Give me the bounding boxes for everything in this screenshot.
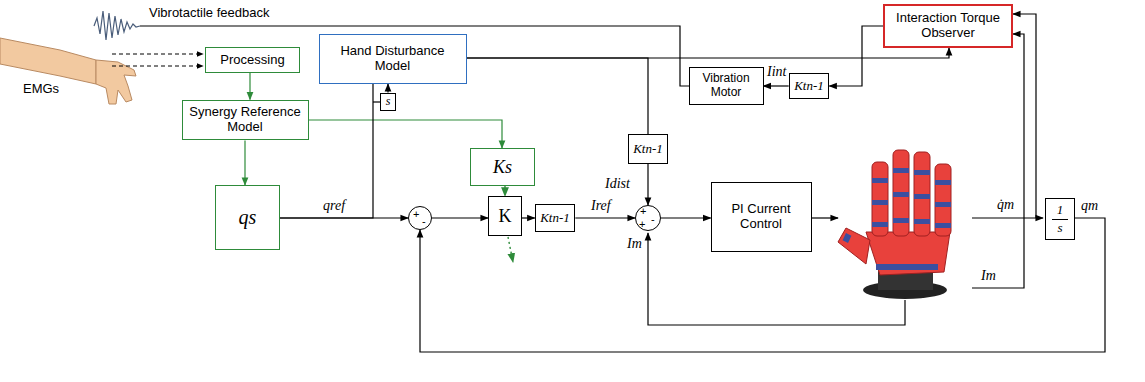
sign-mark: + — [639, 219, 645, 230]
gain-block: Ktn-1 — [535, 204, 576, 232]
controller-box: PI Current Control — [711, 182, 812, 252]
block-text: PI Current Control — [715, 202, 808, 232]
current-wire — [810, 217, 838, 218]
signal-label: q̇m — [996, 197, 1015, 212]
synergy-block: qs — [215, 185, 280, 250]
sign-mark: + — [640, 206, 646, 217]
signal-arrow — [504, 186, 505, 196]
signal-label: Im — [980, 268, 997, 283]
block-text: Ktn-1 — [794, 79, 824, 94]
process-box: Vibration Motor — [689, 67, 764, 106]
current-wire — [972, 34, 1024, 288]
signal-arrow — [432, 217, 488, 218]
signal-arrow — [387, 84, 388, 93]
signal-label: qm — [1080, 198, 1099, 213]
fraction-bar — [1052, 219, 1068, 220]
block-text: K — [499, 206, 512, 227]
feedback-wire — [140, 26, 690, 86]
signal-arrow — [647, 164, 648, 205]
process-box: Processing — [205, 47, 300, 73]
summing-junction: +- — [408, 206, 432, 230]
block-text: Ktn-1 — [633, 142, 663, 157]
signal-label: Im — [626, 236, 643, 251]
model-box: Synergy Reference Model — [182, 100, 309, 141]
arm-illustration — [0, 38, 136, 104]
emg-signal — [112, 66, 203, 67]
variable-gain-arrow — [508, 237, 513, 262]
block-text: Vibration Motor — [693, 72, 760, 100]
signal-arrow — [764, 85, 789, 86]
gain-block: Ks — [470, 148, 535, 186]
signal-arrow — [522, 217, 535, 218]
block-text: Synergy Reference Model — [186, 105, 305, 135]
vibration-waveform — [94, 11, 140, 40]
integrator-block: 1s — [1045, 198, 1075, 240]
sign-mark: - — [422, 216, 426, 227]
signal-label: EMGs — [22, 82, 60, 96]
derivative-tap — [373, 101, 380, 102]
signal-arrow — [244, 140, 245, 185]
signal-label: Iref — [590, 198, 612, 213]
sign-mark: + — [413, 209, 419, 220]
observer-box: Interaction Torque Observer — [883, 4, 1013, 48]
gain-block: K — [488, 196, 522, 236]
signal-arrow — [309, 120, 503, 148]
velocity-wire — [972, 217, 1043, 218]
signal-arrow — [249, 73, 250, 100]
block-text: qs — [239, 206, 257, 229]
block-text: Processing — [220, 53, 284, 68]
block-text: Ktn-1 — [540, 211, 570, 226]
block-text: Interaction Torque Observer — [888, 11, 1008, 41]
emg-signal — [112, 54, 203, 55]
signal-arrow — [661, 217, 711, 218]
block-text: s — [386, 95, 391, 109]
signal-label: Iint — [766, 64, 787, 79]
summing-junction: + +- — [635, 205, 661, 231]
signal-arrow — [467, 58, 649, 134]
gain-block: Ktn-1 — [628, 134, 669, 164]
gain-block: Ktn-1 — [789, 73, 830, 99]
signal-label: Idist — [604, 176, 631, 191]
signal-arrow — [575, 217, 635, 218]
sign-mark: - — [651, 214, 655, 225]
block-text: s — [1057, 221, 1062, 236]
block-text: Hand Disturbance Model — [323, 44, 463, 74]
signal-arrow — [829, 26, 883, 86]
model-box: Hand Disturbance Model — [319, 34, 467, 84]
derivative-block: s — [380, 93, 396, 112]
signal-arrow — [467, 48, 950, 58]
signal-label: qref — [322, 198, 346, 213]
block-text: 1 — [1057, 203, 1064, 218]
block-text: Ks — [493, 157, 512, 178]
robot-hand — [838, 150, 951, 299]
feedback-label: Vibrotactile feedback — [148, 6, 270, 20]
